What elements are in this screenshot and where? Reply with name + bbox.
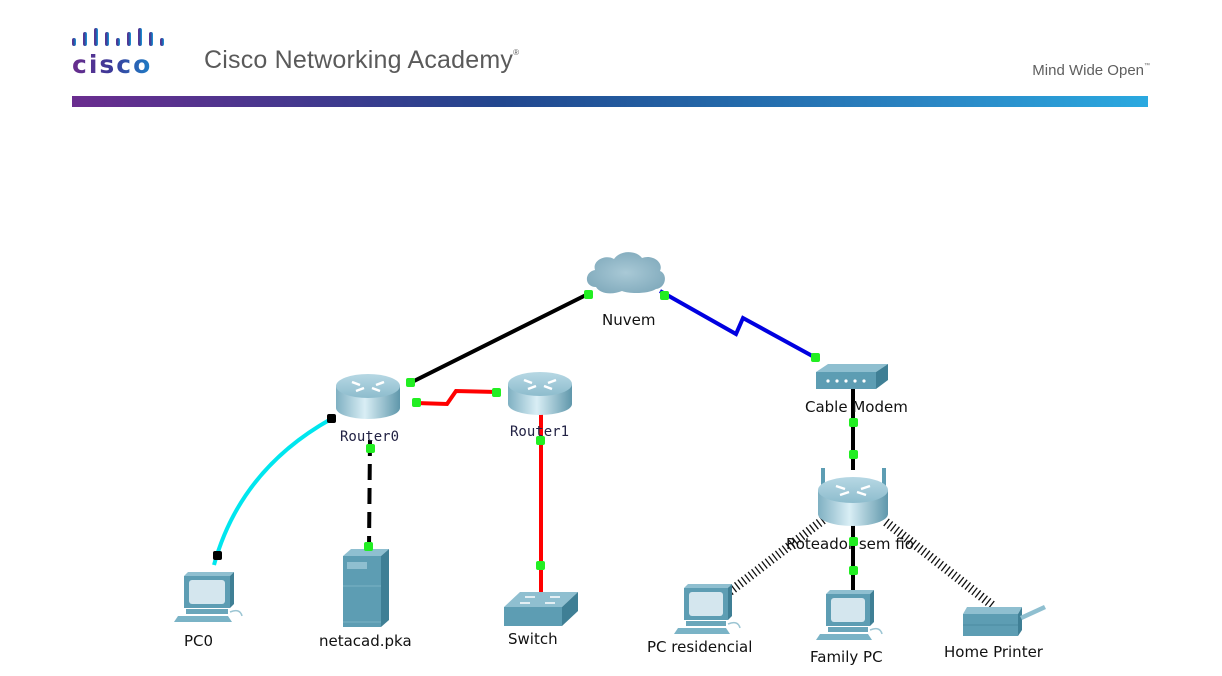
device-label: Switch [508,630,558,648]
port-indicators [213,290,858,575]
switch-icon [504,592,578,626]
port-status-up [849,450,858,459]
printer-icon [963,605,1046,636]
port-status-down [213,551,222,560]
link-router0-router1[interactable] [415,388,498,407]
port-status-up [412,398,421,407]
port-status-up [849,537,858,546]
device-label: Router1 [510,424,569,440]
device-label: PC0 [184,632,213,650]
port-status-up [811,353,820,362]
link-router0-cloud[interactable] [409,292,589,385]
link-router0-server[interactable] [367,439,372,549]
device-router0[interactable]: Router0 [336,374,400,445]
pc-icon [674,584,741,634]
trademark-mark: ™ [1144,63,1150,69]
link-router0-pc0[interactable] [212,417,332,566]
device-home-printer[interactable]: Home Printer [944,605,1046,661]
port-status-up [536,561,545,570]
port-status-up [492,388,501,397]
header-gradient-bar [72,96,1148,107]
tagline-text: Mind Wide Open [1032,62,1144,79]
header: cisco Cisco Networking Academy® Mind Wid… [0,0,1222,110]
device-cloud[interactable]: Nuvem [586,252,665,329]
device-label: Nuvem [602,311,655,329]
cloud-icon [586,252,665,294]
device-pc-residencial[interactable]: PC residencial [647,584,752,656]
pc-icon [174,572,243,622]
port-status-up [849,566,858,575]
link-wireless-pc-residencial[interactable] [725,516,826,597]
cisco-wordmark: cisco [72,50,153,79]
server-icon [343,549,389,627]
device-label: Cable Modem [805,398,908,416]
device-router1[interactable]: Router1 [508,372,572,440]
pc-icon [816,590,883,640]
brand-title: Cisco Networking Academy® [204,46,519,75]
device-label: Family PC [810,648,883,666]
port-status-up [849,418,858,427]
port-status-up [366,444,375,453]
router-icon [508,372,572,415]
device-pc0[interactable]: PC0 [174,572,243,650]
device-server[interactable]: netacad.pka [319,549,412,650]
cisco-bars-icon [72,28,164,46]
device-label: netacad.pka [319,632,412,650]
device-cable-modem[interactable]: Cable Modem [805,364,908,416]
port-status-down [327,414,336,423]
registered-mark: ® [513,48,520,57]
link-cloud-cable-modem[interactable] [659,289,817,360]
device-label: PC residencial [647,638,752,656]
device-switch[interactable]: Switch [504,592,578,648]
wireless-router-icon [818,468,888,526]
modem-icon [816,364,888,389]
cisco-logo: cisco [72,28,192,88]
port-status-up [536,436,545,445]
port-status-up [406,378,415,387]
link-wireless-home-printer[interactable] [883,518,995,609]
router-icon [336,374,400,419]
brand-title-text: Cisco Networking Academy [204,46,514,74]
port-status-up [660,291,669,300]
port-status-up [364,542,373,551]
links [212,289,995,609]
port-status-up [584,290,593,299]
tagline: Mind Wide Open™ [1032,62,1150,79]
device-family-pc[interactable]: Family PC [810,590,883,666]
device-label: Router0 [340,429,399,445]
device-label: Home Printer [944,643,1044,661]
